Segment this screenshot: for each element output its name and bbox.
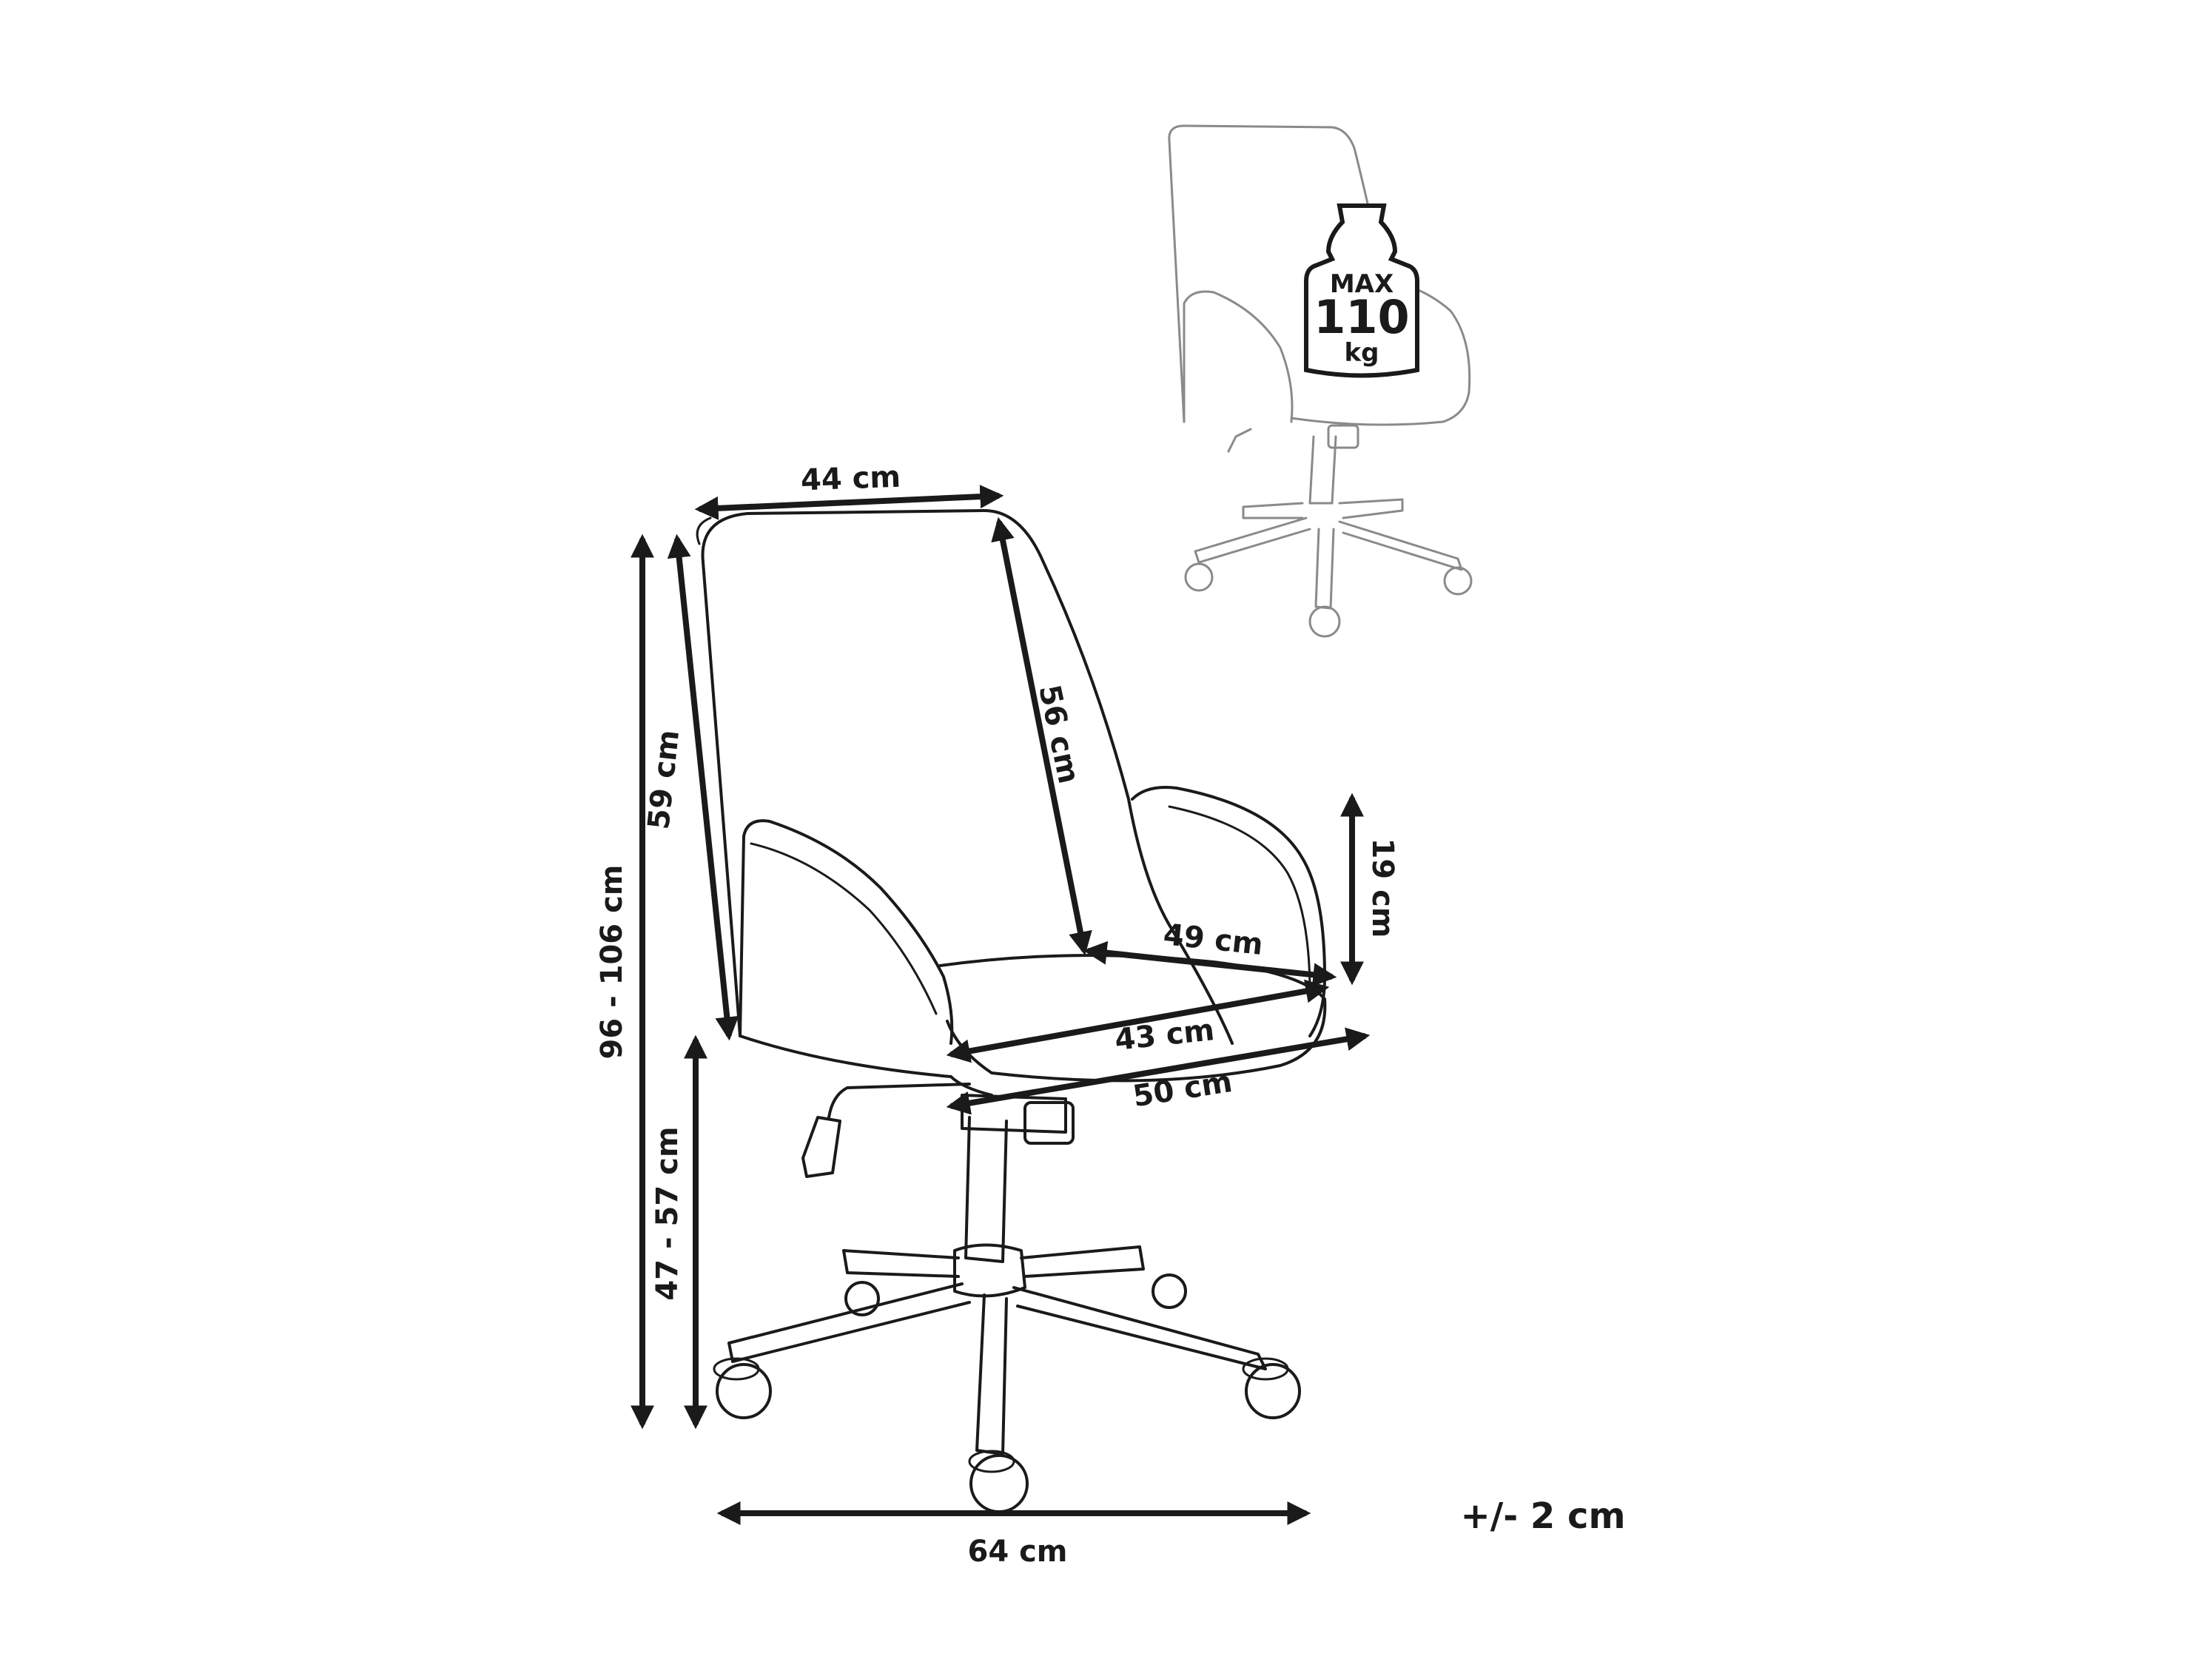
caster-back-left [844,1281,880,1316]
label-base-width: 64 cm [968,1535,1068,1569]
caster-right [1242,1357,1301,1419]
caster-front [968,1450,1029,1513]
max-load-line1: MAX [1330,269,1394,299]
dim-line-back-width [694,485,1004,520]
label-back-width: 44 cm [800,460,901,498]
label-overall-height: 96 - 106 cm [595,865,629,1060]
chair-illustration [696,509,1327,1513]
dim-line-seat-depth [1083,940,1337,987]
caster-back-right [1152,1273,1187,1309]
dimension-labels: 44 cm 96 - 106 cm 59 cm 56 cm 19 cm 49 c… [595,460,1399,1569]
label-seat-depth: 49 cm [1162,918,1265,962]
label-seat-height: 47 - 57 cm [651,1126,685,1300]
label-back-height: 59 cm [642,728,686,831]
tolerance-note: +/- 2 cm [1461,1495,1626,1537]
label-seat-width: 43 cm [1113,1013,1216,1057]
dimension-lines [631,485,1371,1525]
max-load-unit: kg [1345,338,1379,368]
dim-line-back-height [667,534,739,1041]
weight-icon: MAX 110 kg [1304,203,1419,378]
dim-line-backrest-inner [991,516,1092,956]
dim-line-overall-depth [946,1027,1371,1115]
label-armrest-height: 19 cm [1365,838,1399,938]
load-capacity-chair-illustration [1168,124,1473,638]
max-load-value: 110 [1314,290,1409,344]
caster-left [713,1357,772,1419]
